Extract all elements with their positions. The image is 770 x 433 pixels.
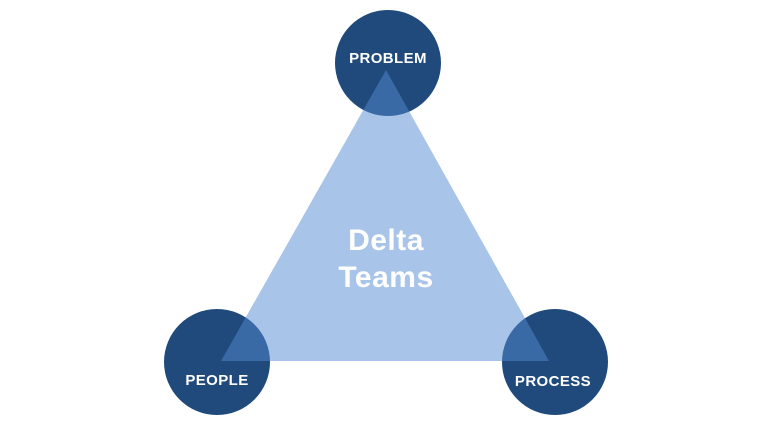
process-label: PROCESS xyxy=(515,373,591,390)
problem-label: PROBLEM xyxy=(349,50,427,67)
connecting-triangle xyxy=(221,70,549,361)
center-title-line2: Teams xyxy=(338,261,433,294)
center-title-line1: Delta xyxy=(348,224,424,257)
problem-circle xyxy=(335,10,441,116)
people-label: PEOPLE xyxy=(185,372,248,389)
